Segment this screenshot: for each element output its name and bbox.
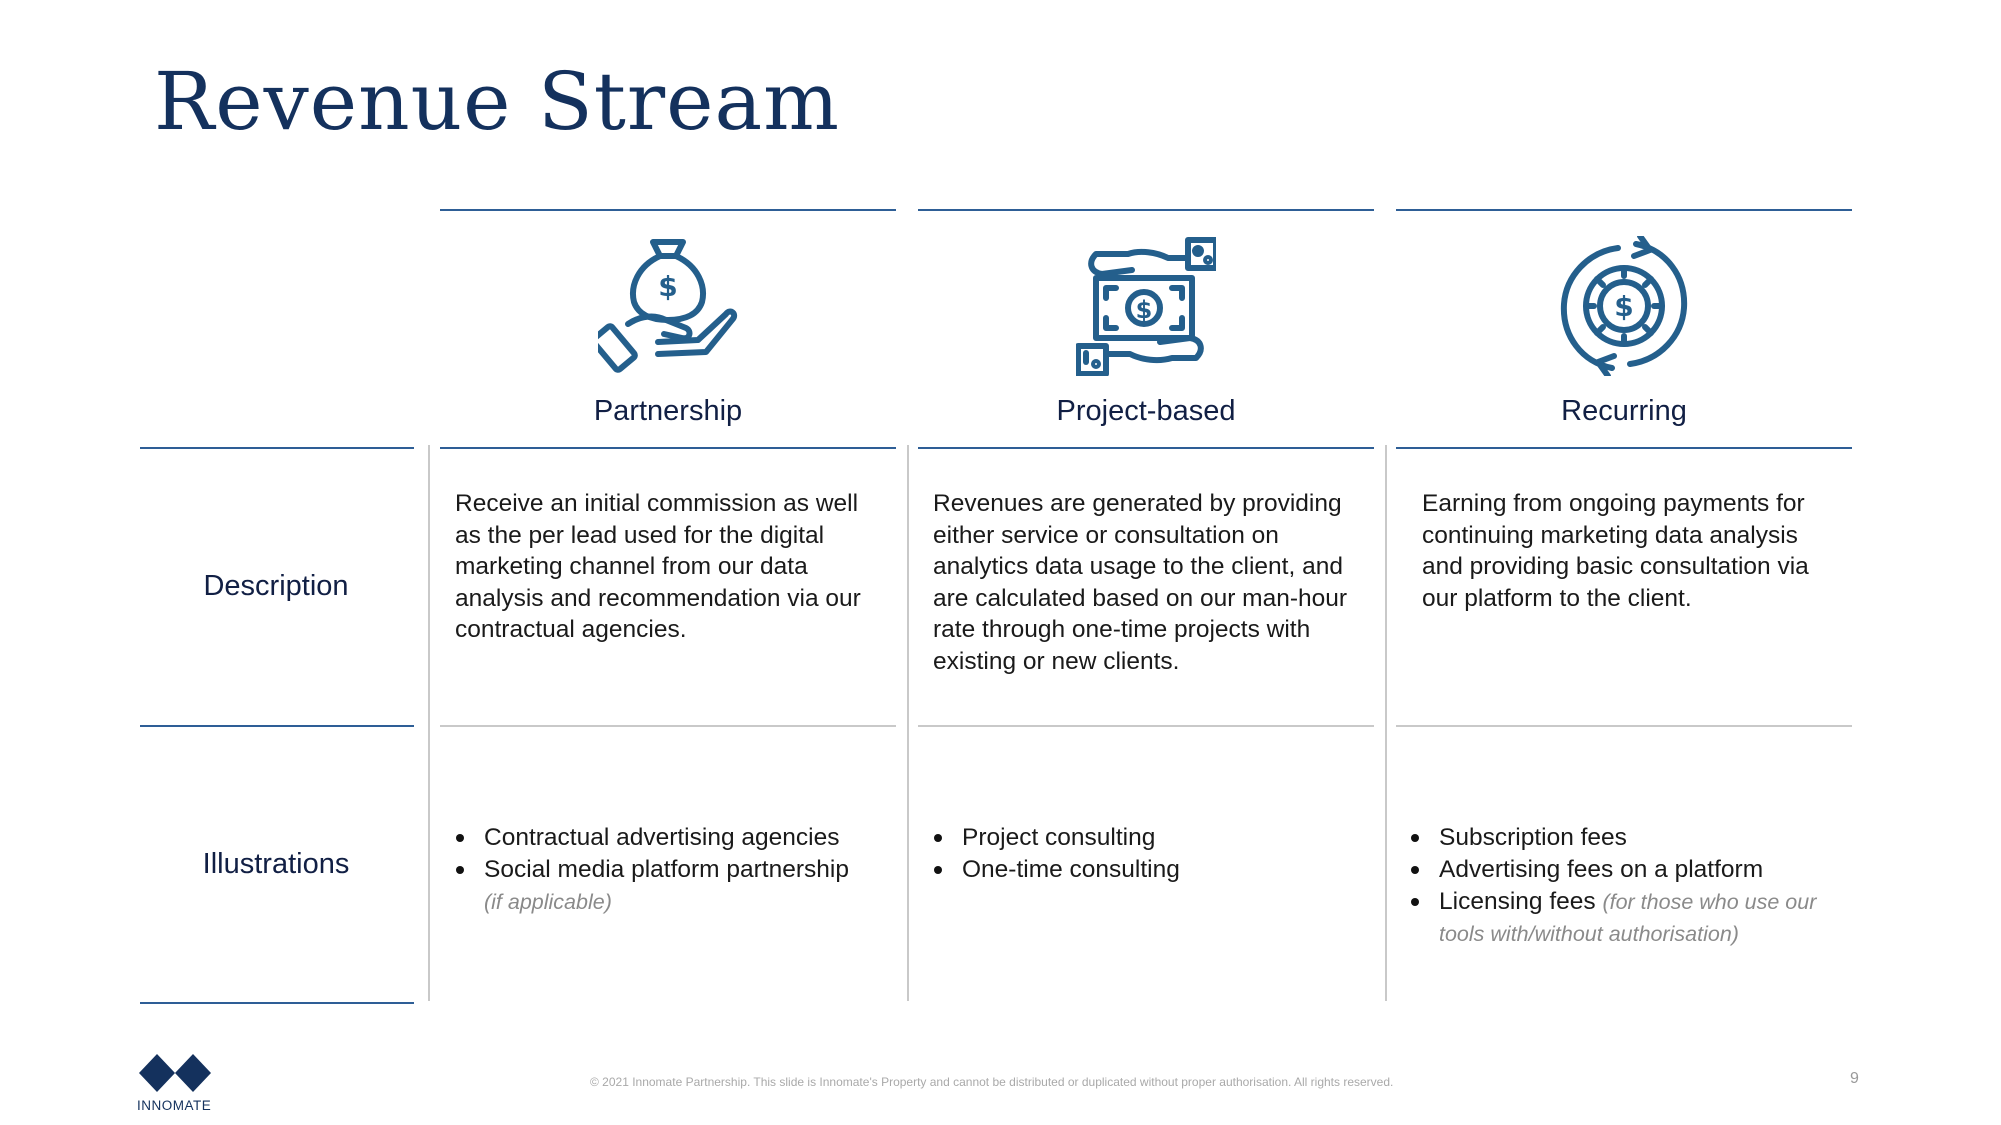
svg-text:$: $ — [658, 270, 677, 303]
description-text: Earning from ongoing payments for contin… — [1422, 490, 1809, 612]
column-header-rule — [1396, 447, 1852, 449]
bullet-note: (for those who use our tools with/withou… — [1439, 890, 1817, 946]
column-header-rule — [440, 447, 896, 449]
column-separator — [1385, 445, 1387, 1001]
illustration-list: Contractual advertising agencies Social … — [454, 822, 894, 918]
footer-copyright: © 2021 Innomate Partnership. This slide … — [590, 1075, 1394, 1089]
illustration-list: Project consulting One-time consulting — [932, 822, 1372, 886]
bullet-text: Advertising fees on a platform — [1439, 856, 1764, 883]
row-label-top-rule — [140, 447, 414, 449]
column-separator — [907, 445, 909, 1001]
money-exchange-hands-icon: $ — [1075, 236, 1219, 377]
illustration-list: Subscription fees Advertising fees on a … — [1409, 822, 1849, 950]
list-item: Contractual advertising agencies — [454, 822, 894, 854]
column-separator — [428, 445, 430, 1001]
page-number: 9 — [1850, 1070, 1859, 1087]
svg-text:$: $ — [1614, 290, 1633, 323]
column-header-rule — [918, 447, 1374, 449]
row-divider — [918, 725, 1374, 727]
bullet-note: (if applicable) — [484, 890, 612, 914]
bullet-text: Social media platform partnership — [484, 856, 849, 883]
page-title: Revenue Stream — [154, 55, 841, 148]
row-label-illustrations: Illustrations — [202, 848, 350, 880]
list-item: Project consulting — [932, 822, 1372, 854]
column-top-rule — [918, 209, 1374, 211]
row-label-description: Description — [203, 570, 349, 602]
row-label-divider — [140, 725, 414, 727]
logo-text: INNOMATE — [137, 1098, 212, 1113]
list-item: Subscription fees — [1409, 822, 1849, 854]
bullet-text: Project consulting — [962, 824, 1156, 851]
bullet-text: Licensing fees — [1439, 888, 1596, 915]
row-divider — [440, 725, 896, 727]
bullet-text: Contractual advertising agencies — [484, 824, 840, 851]
column-title-project-based: Project-based — [1056, 395, 1236, 427]
innomate-logo-icon — [137, 1052, 213, 1094]
column-title-recurring: Recurring — [1561, 395, 1687, 427]
column-title-partnership: Partnership — [593, 395, 743, 427]
bullet-text: One-time consulting — [962, 856, 1180, 883]
column-top-rule — [440, 209, 896, 211]
column-top-rule — [1396, 209, 1852, 211]
recurring-coin-icon: $ — [1554, 233, 1694, 379]
description-text: Receive an initial commission as well as… — [455, 490, 861, 643]
row-divider — [1396, 725, 1852, 727]
row-label-bottom-rule — [140, 1002, 414, 1004]
list-item: Advertising fees on a platform — [1409, 854, 1849, 886]
list-item: Social media platform partnership (if app… — [454, 854, 894, 918]
list-item: One-time consulting — [932, 854, 1372, 886]
hand-money-bag-icon: $ — [590, 236, 738, 376]
description-text: Revenues are generated by providing eith… — [933, 490, 1348, 675]
bullet-text: Subscription fees — [1439, 824, 1627, 851]
list-item: Licensing fees (for those who use our to… — [1409, 886, 1849, 950]
svg-text:$: $ — [1136, 296, 1153, 324]
